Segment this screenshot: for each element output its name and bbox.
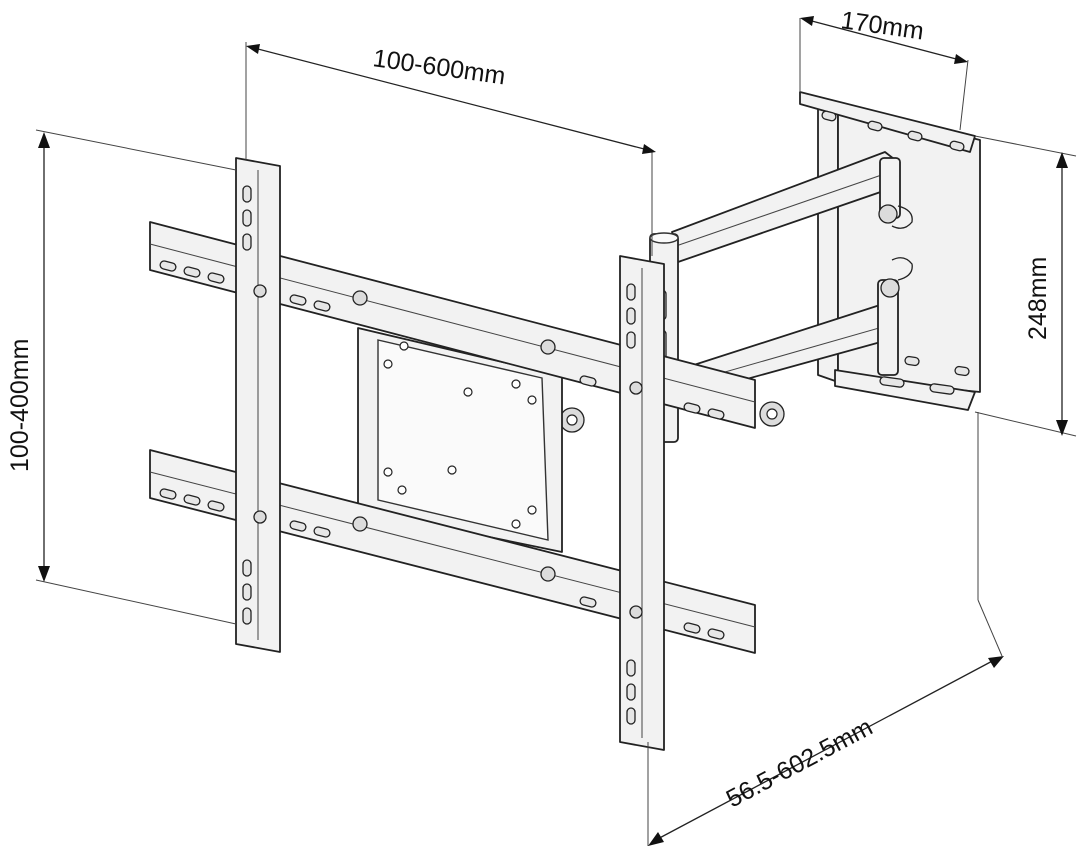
dimension-label-248mm: 248mm (1024, 257, 1052, 340)
vertical-bracket-right (619, 255, 665, 751)
horizontal-rail-top (149, 221, 756, 429)
dimension-label-170mm: 170mm (839, 6, 925, 45)
dimension-100-400mm: 100-400mm (6, 129, 237, 625)
vertical-bracket-left (235, 157, 281, 653)
vesa-center-plate (357, 327, 563, 553)
dimension-label-100-400mm: 100-400mm (6, 339, 34, 472)
dimension-248mm: 248mm (974, 135, 1077, 437)
dimension-label-56.5-602.5mm: 56.5-602.5mm (722, 713, 877, 813)
dimension-100-600mm: 100-600mm (245, 42, 656, 256)
